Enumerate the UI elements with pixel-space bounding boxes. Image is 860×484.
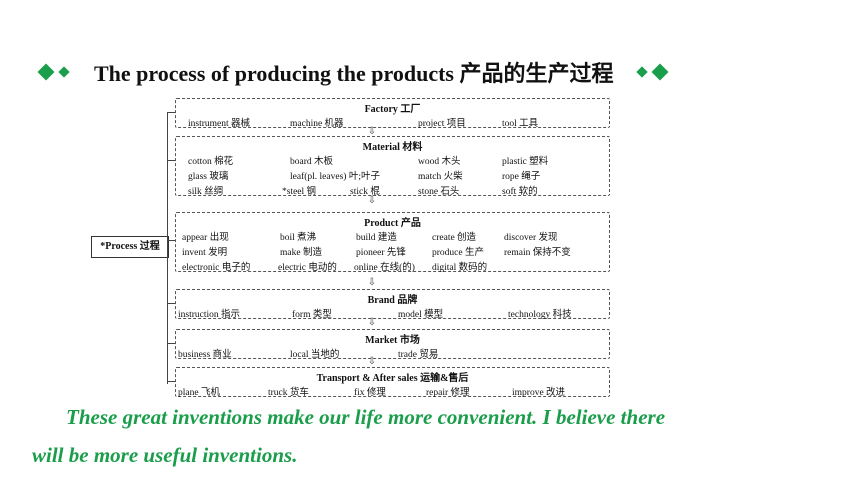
word-item: project 项目 xyxy=(418,119,466,129)
process-label: *Process 过程 xyxy=(91,236,169,258)
diamond-icon xyxy=(37,63,55,81)
word-item: instruction 指示 xyxy=(178,310,241,320)
word-row: business 商业 local 当地的 trade 贸易 xyxy=(176,346,609,361)
word-item: instrument 器械 xyxy=(188,119,251,129)
bracket-tick xyxy=(167,303,175,304)
word-item: silk 丝绸 xyxy=(188,187,224,197)
down-arrow-icon: ⇩ xyxy=(367,126,377,137)
word-item: tool 工具 xyxy=(502,119,539,129)
down-arrow-icon: ⇩ xyxy=(367,277,377,288)
word-item: truck 货车 xyxy=(268,388,309,398)
word-item: soft 软的 xyxy=(502,187,538,197)
word-item: trade 贸易 xyxy=(398,350,439,360)
word-item: invent 发明 xyxy=(182,248,228,258)
word-row: appear 出现 boil 煮沸 build 建造 create 创造 dis… xyxy=(176,229,609,244)
material-box: Material 材料 cotton 棉花 board 木板 wood 木头 p… xyxy=(175,136,610,198)
factory-title: Factory 工厂 xyxy=(364,104,421,115)
word-row: invent 发明 make 制造 pioneer 先锋 produce 生产 … xyxy=(176,244,609,259)
word-item: plane 飞机 xyxy=(178,388,220,398)
word-item: boil 煮沸 xyxy=(280,233,317,243)
word-row: cotton 棉花 board 木板 wood 木头 plastic 塑料 xyxy=(176,153,609,168)
word-item: glass 玻璃 xyxy=(188,172,229,182)
word-item: board 木板 xyxy=(290,157,334,167)
word-item: wood 木头 xyxy=(418,157,461,167)
footer-line-1: These great inventions make our life mor… xyxy=(66,405,666,429)
down-arrow-icon: ⇩ xyxy=(367,356,377,367)
word-item: technology 科技 xyxy=(508,310,572,320)
diamond-icon xyxy=(58,66,70,78)
word-item: pioneer 先锋 xyxy=(356,248,406,258)
product-box: Product 产品 appear 出现 boil 煮沸 build 建造 cr… xyxy=(175,212,610,274)
header: The process of producing the products 产品… xyxy=(36,56,670,88)
word-item: digital 数码的 xyxy=(432,263,488,273)
word-item: remain 保持不变 xyxy=(504,248,571,258)
down-arrow-icon: ⇩ xyxy=(367,317,377,328)
diamond-icon xyxy=(635,66,648,78)
word-item: build 建造 xyxy=(356,233,397,243)
brand-title: Brand 品牌 xyxy=(367,295,418,306)
word-row: instruction 指示 form 类型 model 模型 technolo… xyxy=(176,306,609,321)
word-item: form 类型 xyxy=(292,310,332,320)
word-item: machine 机器 xyxy=(290,119,344,129)
bracket-tick xyxy=(167,343,175,344)
brand-box: Brand 品牌 instruction 指示 form 类型 model 模型… xyxy=(175,289,610,321)
word-item: leaf(pl. leaves) 叶;叶子 xyxy=(290,172,380,182)
word-row: instrument 器械 machine 机器 project 项目 tool… xyxy=(176,115,609,130)
bracket-tick xyxy=(167,112,175,113)
word-item: business 商业 xyxy=(178,350,232,360)
transport-title: Transport & After sales 运输&售后 xyxy=(316,373,469,384)
word-item: improve 改进 xyxy=(512,388,566,398)
word-item: stick 棍 xyxy=(350,187,380,197)
bracket-line xyxy=(167,112,168,384)
product-title: Product 产品 xyxy=(364,218,421,229)
word-item: *steel 钢 xyxy=(282,187,317,197)
word-item: model 模型 xyxy=(398,310,444,320)
bracket-tick xyxy=(167,160,175,161)
word-row: silk 丝绸 *steel 钢 stick 棍 stone 石头 soft 软… xyxy=(176,183,609,198)
word-item: repair 修理 xyxy=(426,388,470,398)
down-arrow-icon: ⇩ xyxy=(367,195,377,206)
market-box: Market 市场 business 商业 local 当地的 trade 贸易 xyxy=(175,329,610,361)
word-item: make 制造 xyxy=(280,248,322,258)
transport-box: Transport & After sales 运输&售后 plane 飞机 t… xyxy=(175,367,610,399)
word-item: produce 生产 xyxy=(432,248,484,258)
diamond-icon xyxy=(651,63,668,81)
word-item: rope 绳子 xyxy=(502,172,541,182)
page-title: The process of producing the products 产品… xyxy=(94,61,614,86)
material-title: Material 材料 xyxy=(362,142,423,153)
bracket-tick xyxy=(167,381,175,382)
factory-box: Factory 工厂 instrument 器械 machine 机器 proj… xyxy=(175,98,610,130)
word-item: stone 石头 xyxy=(418,187,460,197)
word-item: plastic 塑料 xyxy=(502,157,549,167)
word-item: local 当地的 xyxy=(290,350,340,360)
word-item: discover 发现 xyxy=(504,233,558,243)
footer-text: These great inventions make our life mor… xyxy=(0,398,860,474)
word-item: electronic 电子的 xyxy=(182,263,251,273)
word-item: create 创造 xyxy=(432,233,477,243)
word-item: online 在线(的) xyxy=(354,263,415,273)
word-item: appear 出现 xyxy=(182,233,229,243)
word-row: electronic 电子的 electric 电动的 online 在线(的)… xyxy=(176,259,609,274)
word-item: cotton 棉花 xyxy=(188,157,234,167)
footer-line-2: will be more useful inventions. xyxy=(32,443,298,467)
word-item: electric 电动的 xyxy=(278,263,337,273)
word-item: match 火柴 xyxy=(418,172,463,182)
word-row: plane 飞机 truck 货车 fix 修理 repair 修理 impro… xyxy=(176,384,609,399)
bracket-tick xyxy=(167,240,175,241)
market-title: Market 市场 xyxy=(365,335,420,346)
word-row: glass 玻璃 leaf(pl. leaves) 叶;叶子 match 火柴 … xyxy=(176,168,609,183)
word-item: fix 修理 xyxy=(354,388,386,398)
